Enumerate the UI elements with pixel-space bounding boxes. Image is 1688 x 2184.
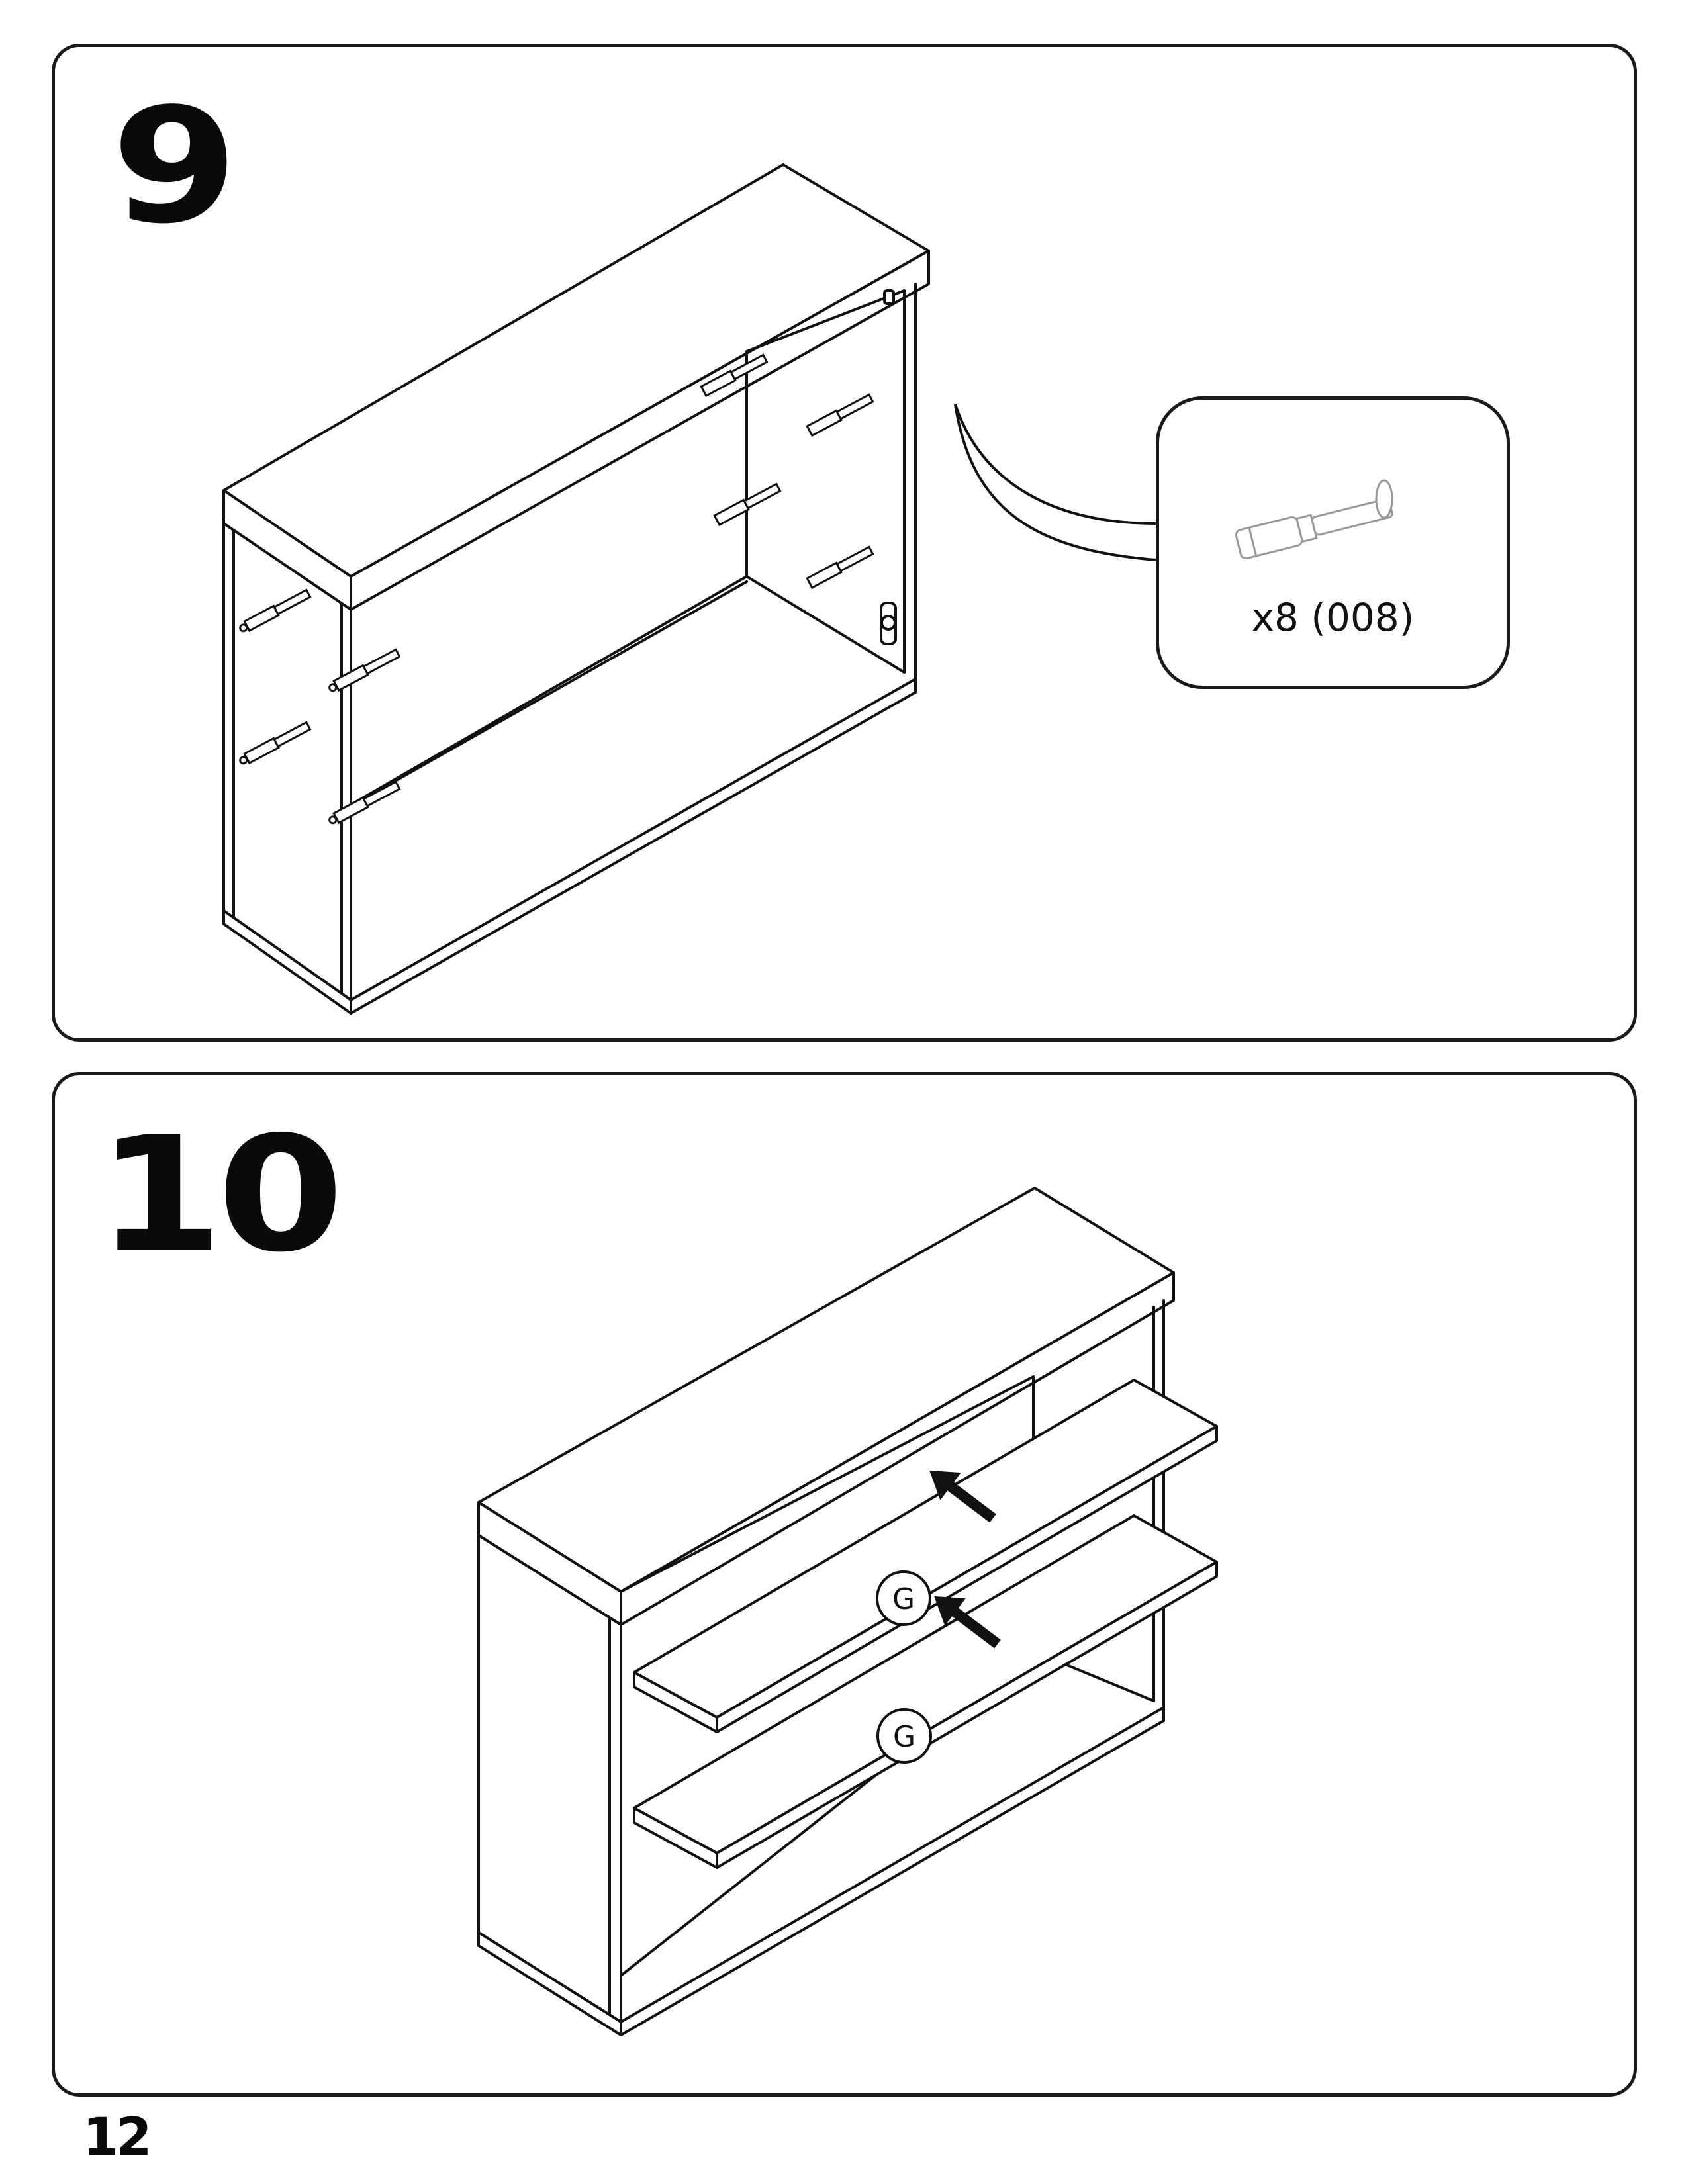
arrow-icon (934, 1596, 1001, 1649)
cam-lock-icon (880, 289, 897, 645)
insert-arrow-icons (929, 1470, 1001, 1649)
svg-text:G: G (892, 1582, 915, 1616)
step-number: 9 (111, 73, 238, 259)
svg-text:G: G (893, 1720, 915, 1754)
step-number: 10 (96, 1102, 344, 1287)
part-label-g-lower: G (876, 1708, 932, 1764)
shelf-pin-icon (1235, 479, 1393, 560)
shelf-pin-icons-left (239, 588, 401, 825)
step-9-cabinet-drawing (222, 163, 1156, 1015)
part-label-g-upper: G (876, 1570, 931, 1626)
hardware-quantity-label: x8 (008) (1251, 595, 1415, 640)
callout-pointer (954, 404, 1156, 561)
arrow-icon (929, 1470, 996, 1523)
step-9-panel: 9 (52, 44, 1637, 1042)
step-10-cabinet-drawing: G G (477, 1187, 1218, 2036)
step-10-panel: 10 (52, 1072, 1637, 2097)
hardware-callout: x8 (008) (1156, 396, 1510, 689)
shelf-pin-icons-right (700, 353, 874, 590)
page-number: 12 (83, 2108, 152, 2167)
